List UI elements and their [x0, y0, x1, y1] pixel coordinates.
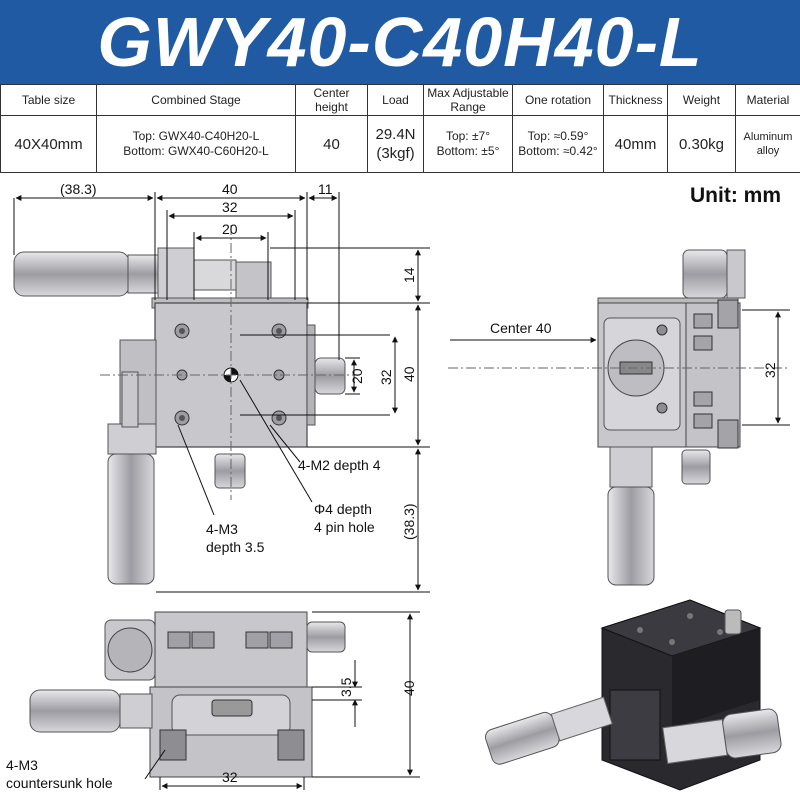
- spec-table: Table size Combined Stage Center height …: [0, 84, 800, 173]
- side-knob-top: [682, 249, 728, 299]
- vertical-micrometer: [107, 453, 155, 585]
- front-dim-3-5-label: 3.5: [338, 677, 354, 697]
- micrometer-barrel: [13, 251, 130, 297]
- dim-38-3v-label: (38.3): [401, 503, 417, 540]
- range-top-text: Top: ±7°: [445, 129, 491, 143]
- center-height-cell: 40: [295, 115, 368, 173]
- title-banner: GWY40-C40H40-L: [0, 0, 800, 84]
- stage-bottom-text: Bottom: GWX40-C60H20-L: [123, 144, 269, 158]
- rotation-bottom-text: Bottom: ≈0.42°: [518, 144, 598, 158]
- dim-14-label: 14: [401, 267, 417, 283]
- header-cell: Table size: [0, 84, 97, 116]
- top-view: (38.3) 40 11 32 20 14 40 32 20 (38.3) 4-…: [13, 181, 430, 593]
- note-pin-hole-1: Φ4 depth: [314, 501, 372, 517]
- side-dim-32-label: 32: [762, 362, 778, 378]
- dim-32v-label: 32: [378, 369, 394, 385]
- combined-stage-cell: Top: GWX40-C40H20-L Bottom: GWX40-C60H20…: [96, 115, 296, 173]
- material-cell: Aluminum alloy: [735, 115, 800, 173]
- side-micrometer: [607, 486, 655, 586]
- side-view: Center 40 32: [448, 249, 790, 586]
- load-kgf: (3kgf): [376, 145, 415, 162]
- front-view: 3.5 40 32 4-M3 countersunk hole: [6, 611, 420, 791]
- note-m2-depth: 4-M2 depth 4: [298, 457, 381, 473]
- header-cell: Center height: [295, 84, 368, 116]
- note-m3-1: 4-M3: [206, 521, 238, 537]
- range-cell: Top: ±7° Bottom: ±5°: [423, 115, 513, 173]
- dim-32-label: 32: [222, 199, 238, 215]
- header-cell: One rotation: [512, 84, 604, 116]
- table-size-cell: 40X40mm: [0, 115, 97, 173]
- note-pin-hole-2: 4 pin hole: [314, 519, 375, 535]
- micrometer-spindle: [193, 259, 237, 291]
- front-note-1: 4-M3: [6, 757, 38, 773]
- weight-cell: 0.30kg: [667, 115, 736, 173]
- micrometer-clamp: [157, 247, 195, 301]
- material-line-1: Aluminum: [743, 131, 793, 143]
- spec-value-row: 40X40mm Top: GWX40-C40H20-L Bottom: GWX4…: [0, 115, 800, 173]
- dim-38-3-label: (38.3): [60, 181, 97, 197]
- header-cell: Max Adjustable Range: [423, 84, 513, 116]
- top-bracket: [235, 261, 272, 299]
- dim-40v-label: 40: [401, 366, 417, 382]
- center-40-label: Center 40: [490, 320, 552, 336]
- bottom-knob: [214, 453, 246, 489]
- header-cell: Material: [735, 84, 800, 116]
- spec-header-row: Table size Combined Stage Center height …: [0, 84, 800, 116]
- thickness-cell: 40mm: [603, 115, 668, 173]
- dim-20-label: 20: [222, 221, 238, 237]
- front-dim-40-label: 40: [401, 680, 417, 696]
- dim-11-label: 11: [318, 181, 333, 197]
- load-newton: 29.4N: [375, 126, 416, 143]
- dim-20v-label: 20: [349, 368, 365, 384]
- rotation-top-text: Top: ≈0.59°: [527, 129, 589, 143]
- note-m3-2: depth 3.5: [206, 539, 265, 555]
- dim-40-label: 40: [222, 181, 238, 197]
- stage-top-text: Top: GWX40-C40H20-L: [132, 129, 260, 143]
- front-dim-32-label: 32: [222, 769, 238, 785]
- front-upper-stage: [154, 611, 308, 688]
- vertical-clamp: [107, 423, 157, 455]
- front-note-2: countersunk hole: [6, 775, 113, 791]
- side-knob: [314, 357, 346, 395]
- range-bottom-text: Bottom: ±5°: [436, 144, 500, 158]
- material-line-2: alloy: [756, 145, 780, 157]
- product-title: GWY40-C40H40-L: [97, 3, 703, 81]
- micrometer-sleeve: [127, 254, 159, 294]
- product-render: [484, 599, 782, 791]
- rotation-cell: Top: ≈0.59° Bottom: ≈0.42°: [512, 115, 604, 173]
- unit-label: Unit: mm: [690, 184, 781, 207]
